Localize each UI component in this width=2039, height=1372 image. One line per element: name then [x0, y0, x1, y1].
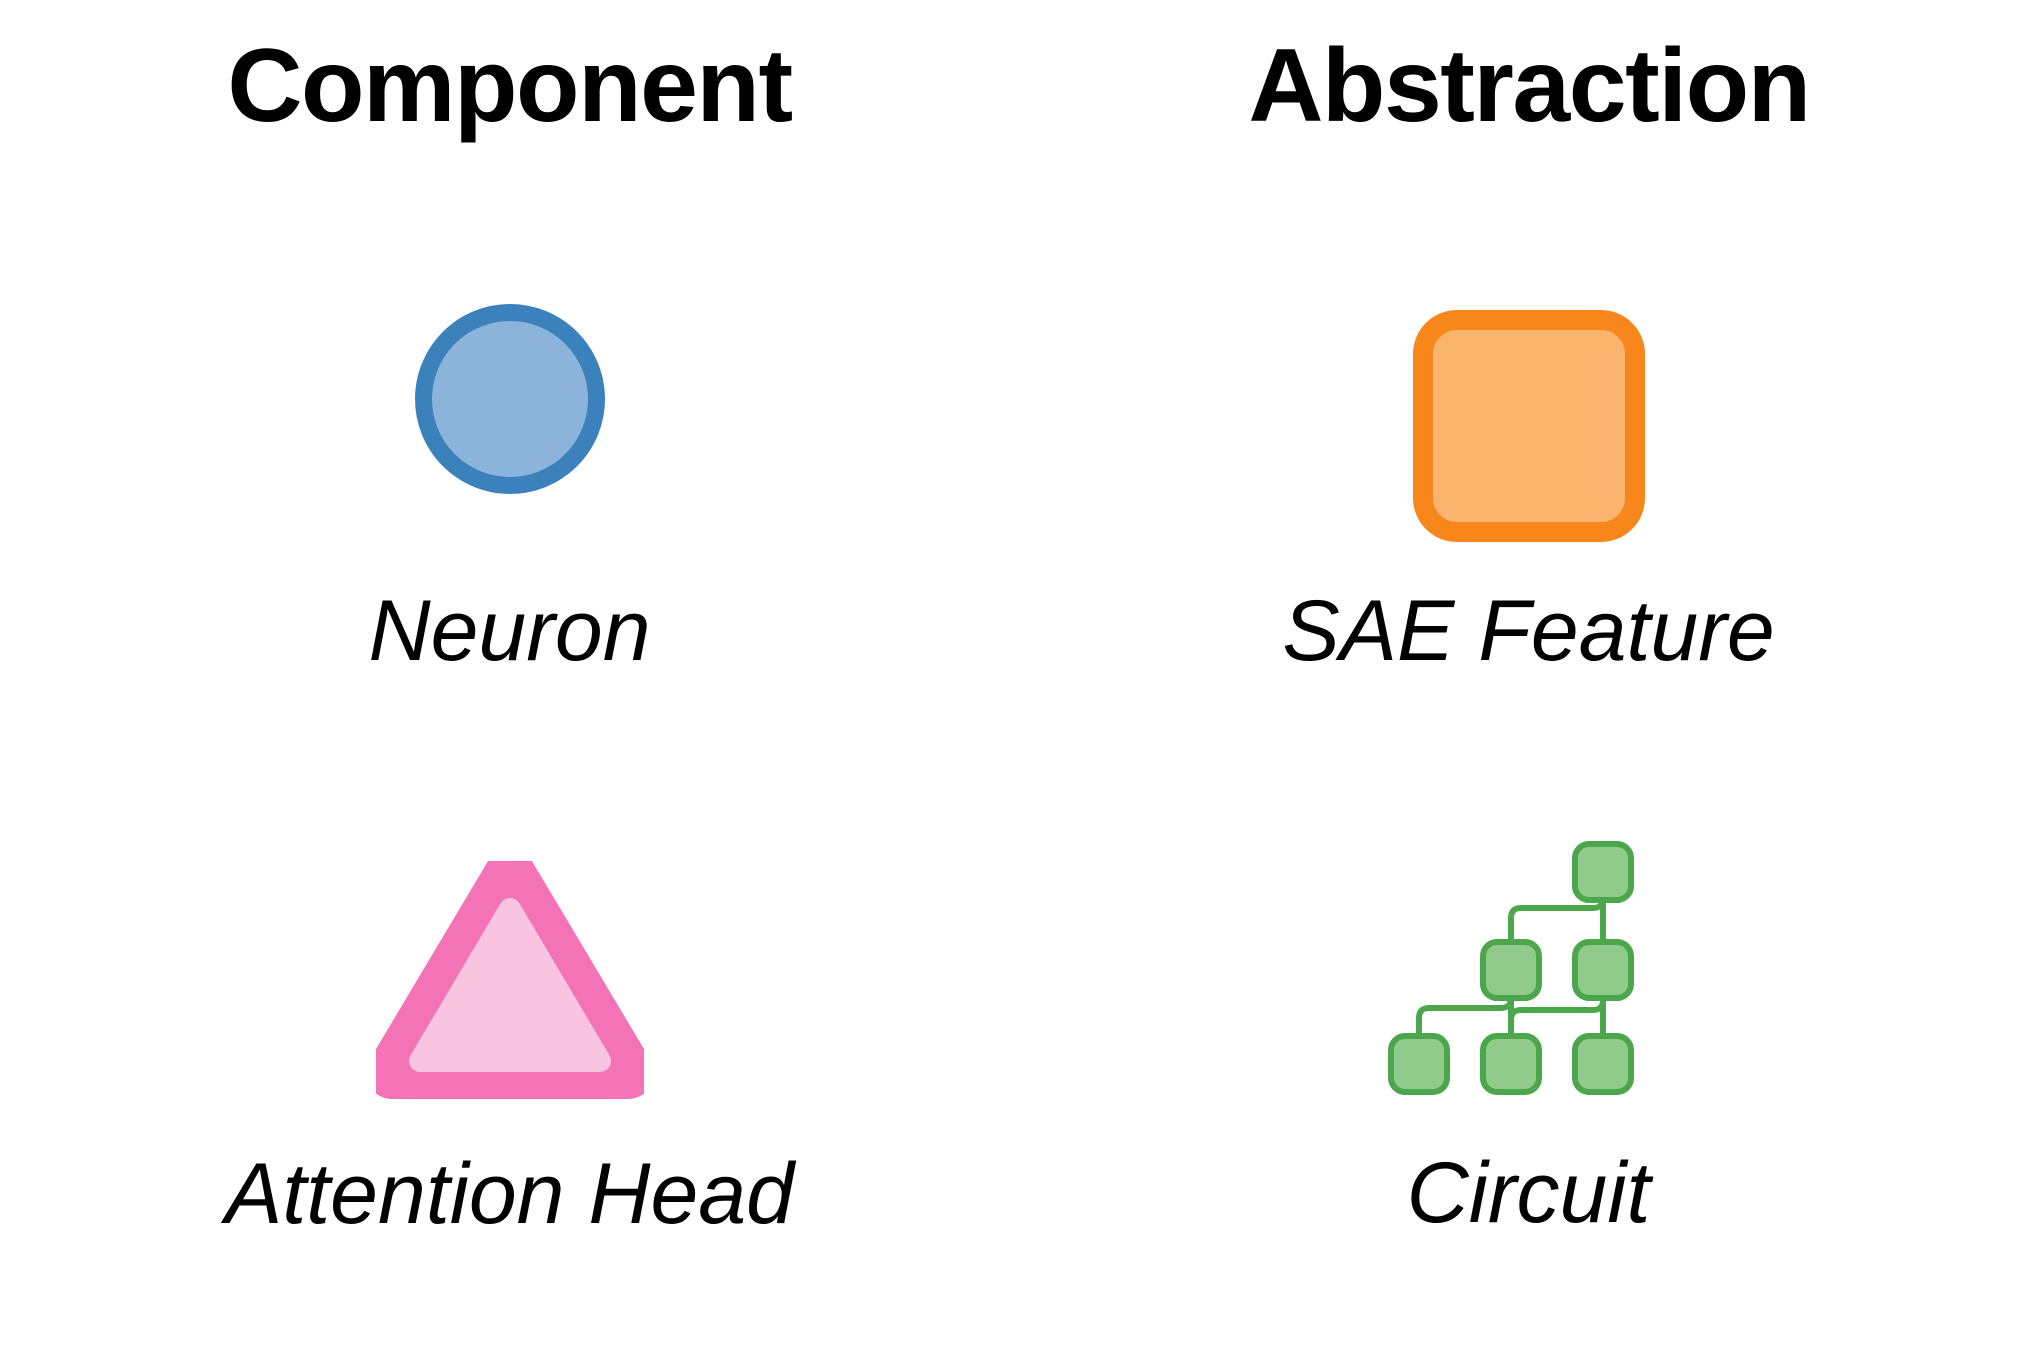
circuit-node: [1571, 841, 1634, 903]
circuit-node: [1571, 939, 1634, 1001]
item-circuit: Circuit: [1019, 822, 2038, 1236]
neuron-label: Neuron: [368, 583, 651, 679]
sae-feature-glyph-box: [1019, 292, 2038, 552]
circuit-node: [1479, 1033, 1542, 1095]
circuit-node: [1479, 939, 1542, 1001]
attention-head-glyph-box: [0, 855, 1019, 1115]
circuit-node: [1387, 1033, 1450, 1095]
column-header-component: Component: [227, 28, 793, 144]
neuron-glyph-box: [0, 292, 1019, 552]
circuit-node: [1571, 1033, 1634, 1095]
circuit-glyph-box: [1019, 822, 2038, 1128]
neuron-circle-icon: [414, 304, 605, 494]
circuit-label: Circuit: [1406, 1145, 1651, 1241]
item-sae-feature: SAE Feature: [1019, 292, 2038, 674]
item-neuron: Neuron: [0, 292, 1019, 674]
attention-head-label: Attention Head: [225, 1146, 794, 1242]
sae-feature-label: SAE Feature: [1282, 583, 1775, 679]
circuit-graph-icon: [1387, 841, 1634, 1095]
attention-head-triangle-icon: [375, 861, 644, 1099]
sae-feature-square-icon: [1412, 310, 1645, 542]
item-attention-head: Attention Head: [0, 855, 1019, 1237]
column-header-abstraction: Abstraction: [1248, 28, 1811, 144]
